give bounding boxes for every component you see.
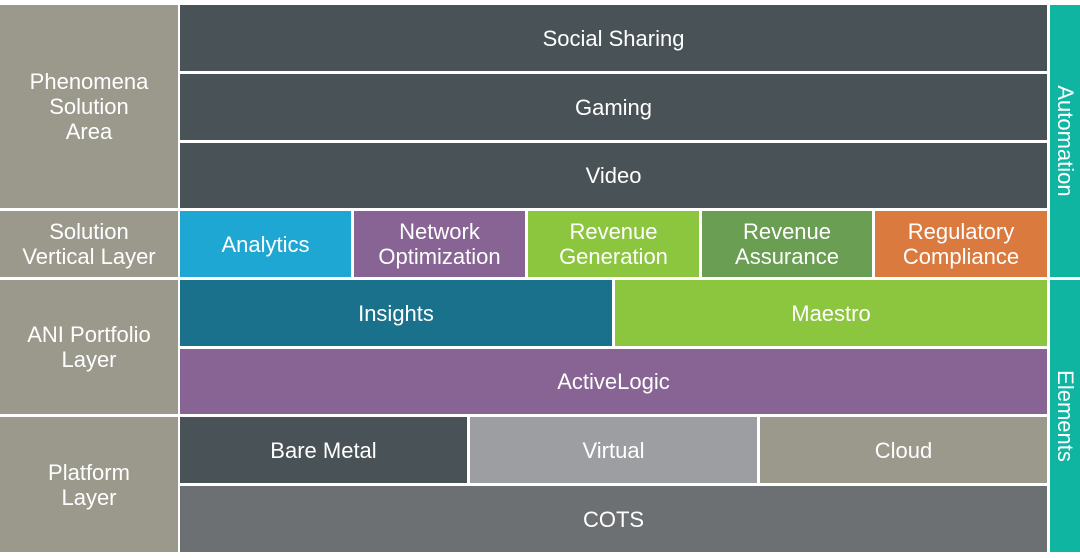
gaming-block: Gaming — [180, 74, 1047, 140]
automation-side-bar: Automation — [1050, 5, 1080, 277]
activelogic-block: ActiveLogic — [180, 349, 1047, 414]
solution-vertical-layer-label: Solution Vertical Layer — [0, 211, 178, 277]
revenue-assurance-block: Revenue Assurance — [702, 211, 872, 277]
analytics-block: Analytics — [180, 211, 351, 277]
regulatory-compliance-block: Regulatory Compliance — [875, 211, 1047, 277]
social-sharing-block: Social Sharing — [180, 5, 1047, 71]
insights-block: Insights — [180, 280, 612, 346]
cloud-block: Cloud — [760, 417, 1047, 483]
elements-label: Elements — [1053, 370, 1078, 462]
ani-portfolio-layer-label: ANI Portfolio Layer — [0, 280, 178, 414]
cots-block: COTS — [180, 486, 1047, 552]
elements-side-bar: Elements — [1050, 280, 1080, 552]
automation-label: Automation — [1053, 85, 1078, 197]
virtual-block: Virtual — [470, 417, 757, 483]
maestro-block: Maestro — [615, 280, 1047, 346]
bare-metal-block: Bare Metal — [180, 417, 467, 483]
network-optimization-block: Network Optimization — [354, 211, 525, 277]
video-block: Video — [180, 143, 1047, 208]
revenue-generation-block: Revenue Generation — [528, 211, 699, 277]
platform-layer-label: Platform Layer — [0, 417, 178, 552]
phenomena-solution-area-label: Phenomena Solution Area — [0, 5, 178, 208]
